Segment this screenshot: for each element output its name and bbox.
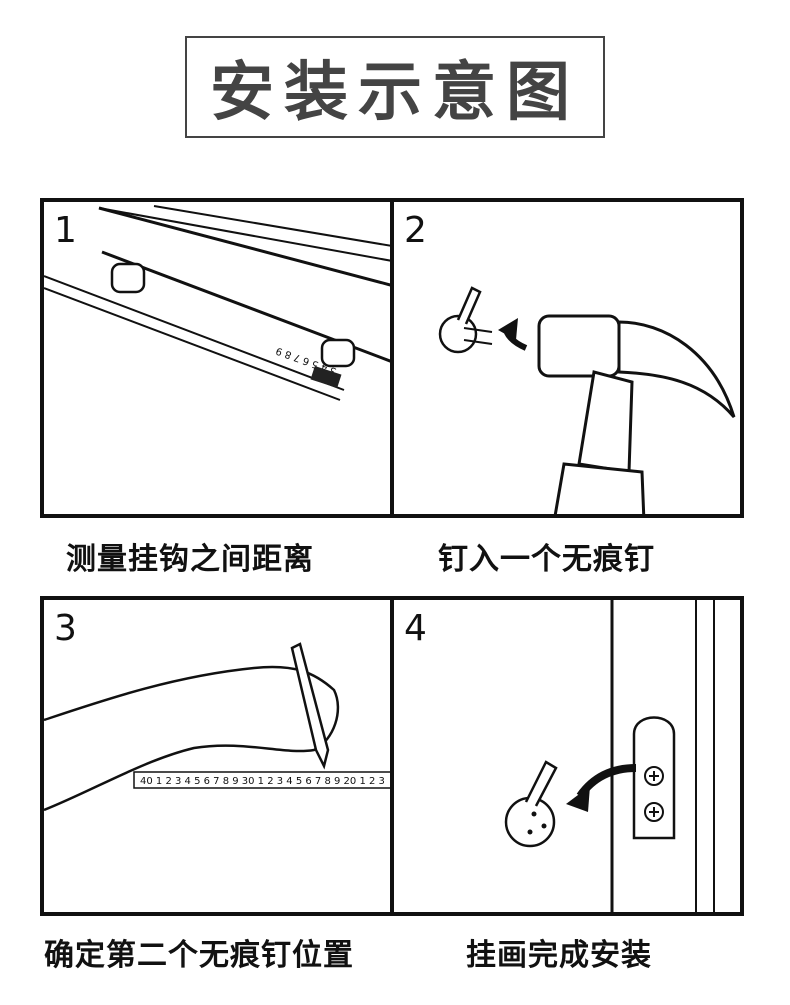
step-1-panel: 3 4 5 6 7 8 9 1 <box>40 198 394 518</box>
tape-end <box>310 366 342 388</box>
step-2-caption: 钉入一个无痕钉 <box>438 542 655 577</box>
pencil-mark-illustration: 40 1 2 3 4 5 6 7 8 9 30 1 2 3 4 5 6 7 8 … <box>44 642 390 812</box>
hanger-plate <box>632 716 676 840</box>
step-1-caption: 测量挂钩之间距离 <box>66 542 314 577</box>
ruler-numbers: 40 1 2 3 4 5 6 7 8 9 30 1 2 3 4 5 6 7 8 … <box>140 776 385 787</box>
pencil <box>290 642 330 770</box>
step-number: 1 <box>54 210 77 251</box>
step-number: 4 <box>404 608 427 649</box>
page-title: 安装示意图 <box>210 56 580 130</box>
title-box: 安装示意图 <box>185 36 605 138</box>
step-3-panel: 40 1 2 3 4 5 6 7 8 9 30 1 2 3 4 5 6 7 8 … <box>40 596 394 916</box>
step-number: 3 <box>54 608 77 649</box>
nail-hook <box>504 760 558 848</box>
step-4-caption: 挂画完成安装 <box>466 938 652 973</box>
step-3-caption: 确定第二个无痕钉位置 <box>44 938 354 973</box>
hook-right <box>320 338 356 368</box>
step-number: 2 <box>404 210 427 251</box>
ruler <box>133 771 390 789</box>
step-2-panel: 2 <box>390 198 744 518</box>
hammer <box>537 314 736 514</box>
hang-frame-illustration <box>504 600 715 912</box>
hammer-illustration <box>438 286 736 514</box>
nail-hook <box>438 286 493 354</box>
arm-and-hand <box>44 665 340 812</box>
frame-measure-illustration: 3 4 5 6 7 8 9 <box>44 205 390 401</box>
step-4-panel: 4 <box>390 596 744 916</box>
hook-left <box>110 262 146 294</box>
